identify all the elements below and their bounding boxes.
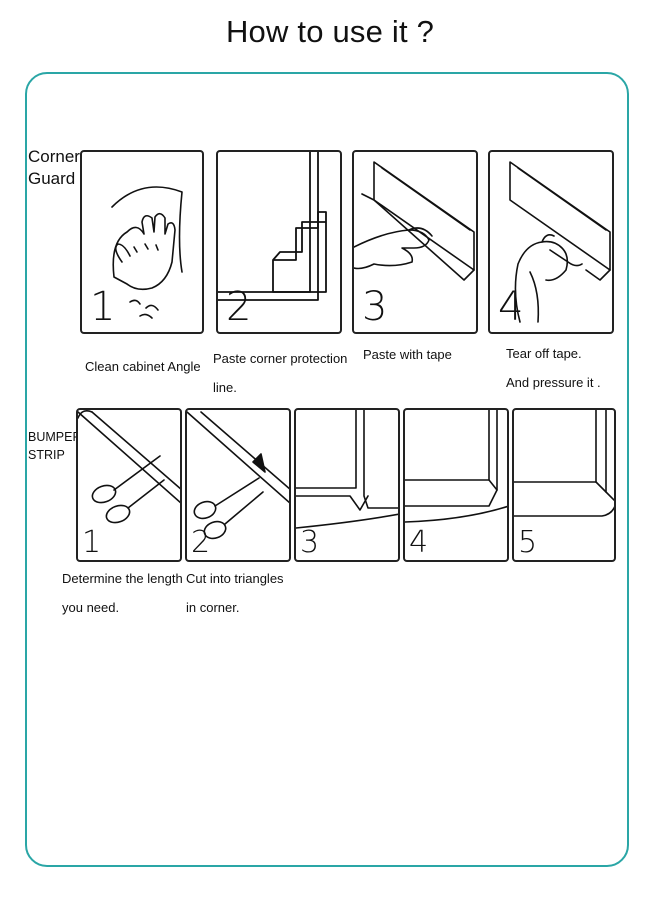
- corner-guard-step-4-caption-line1: Tear off tape.: [506, 346, 582, 361]
- bumper-strip-step-1-number: 1: [82, 525, 102, 560]
- corner-guard-label-line2: Guard: [28, 169, 76, 189]
- bumper-strip-step-1-caption-line1: Determine the length: [62, 571, 183, 586]
- corner-guard-label-line1: Corner: [28, 147, 80, 166]
- corner-guard-step-4-number: 4: [498, 284, 524, 330]
- corner-guard-step-2-number: 2: [226, 284, 252, 330]
- instructions-frame: [25, 72, 629, 867]
- corner-guard-step-2-panel: 2: [216, 150, 342, 334]
- strip-fold-corner-icon: [405, 410, 507, 523]
- bumper-strip-step-5-panel: 5: [512, 408, 616, 562]
- corner-guard-on-cabinet-icon: [218, 152, 327, 301]
- scissors-icon: [78, 410, 180, 524]
- corner-guard-step-2-caption-line2: line.: [213, 379, 237, 395]
- corner-guard-step-3-caption: Paste with tape: [363, 347, 452, 362]
- bumper-strip-label-line2: STRIP: [28, 448, 65, 463]
- bumper-strip-label-line1: BUMPER: [28, 430, 82, 444]
- strip-applied-icon: [514, 410, 614, 517]
- hand-wiping-icon: [111, 186, 183, 319]
- bumper-strip-step-2-caption-line1: Cut into triangles: [186, 571, 284, 586]
- bumper-strip-step-5-number: 5: [518, 525, 538, 560]
- bumper-strip-step-3-number: 3: [300, 525, 320, 560]
- bumper-strip-step-1-caption-line2: you need.: [62, 599, 120, 615]
- corner-guard-label: Corner Guard: [28, 146, 80, 190]
- hand-pressing-strip-icon: [354, 161, 475, 281]
- bumper-strip-step-2-panel: 2: [185, 408, 291, 562]
- corner-guard-step-4-caption-line2: And pressure it .: [506, 374, 601, 390]
- bumper-strip-step-2-caption-line2: in corner.: [186, 599, 240, 615]
- corner-guard-step-2-caption: Paste corner protection line.: [213, 345, 347, 402]
- strip-fold-corner-icon: [296, 410, 398, 529]
- bumper-strip-step-4-panel: 4: [403, 408, 509, 562]
- corner-guard-step-3-panel: 3: [352, 150, 478, 334]
- corner-guard-step-1-panel: 1: [80, 150, 204, 334]
- bumper-strip-step-2-number: 2: [191, 525, 211, 560]
- corner-guard-step-1-caption: Clean cabinet Angle: [85, 359, 201, 374]
- corner-guard-step-1-number: 1: [90, 284, 116, 330]
- hand-peeling-tape-icon: [509, 161, 611, 323]
- bumper-strip-label: BUMPER STRIP: [28, 428, 81, 464]
- bumper-strip-step-4-number: 4: [409, 525, 429, 560]
- bumper-strip-step-2-caption: Cut into triangles in corner.: [186, 565, 284, 622]
- bumper-strip-step-3-panel: 3: [294, 408, 400, 562]
- corner-guard-step-4-panel: 4: [488, 150, 614, 334]
- bumper-strip-step-1-panel: 1: [76, 408, 182, 562]
- corner-guard-step-4-caption: Tear off tape. And pressure it .: [506, 340, 601, 397]
- corner-guard-step-2-caption-line1: Paste corner protection: [213, 351, 348, 366]
- page-title: How to use it ?: [225, 14, 435, 49]
- scissors-cutting-triangle-icon: [187, 411, 289, 540]
- corner-guard-step-3-number: 3: [362, 284, 388, 330]
- bumper-strip-step-1-caption: Determine the length you need.: [62, 565, 183, 622]
